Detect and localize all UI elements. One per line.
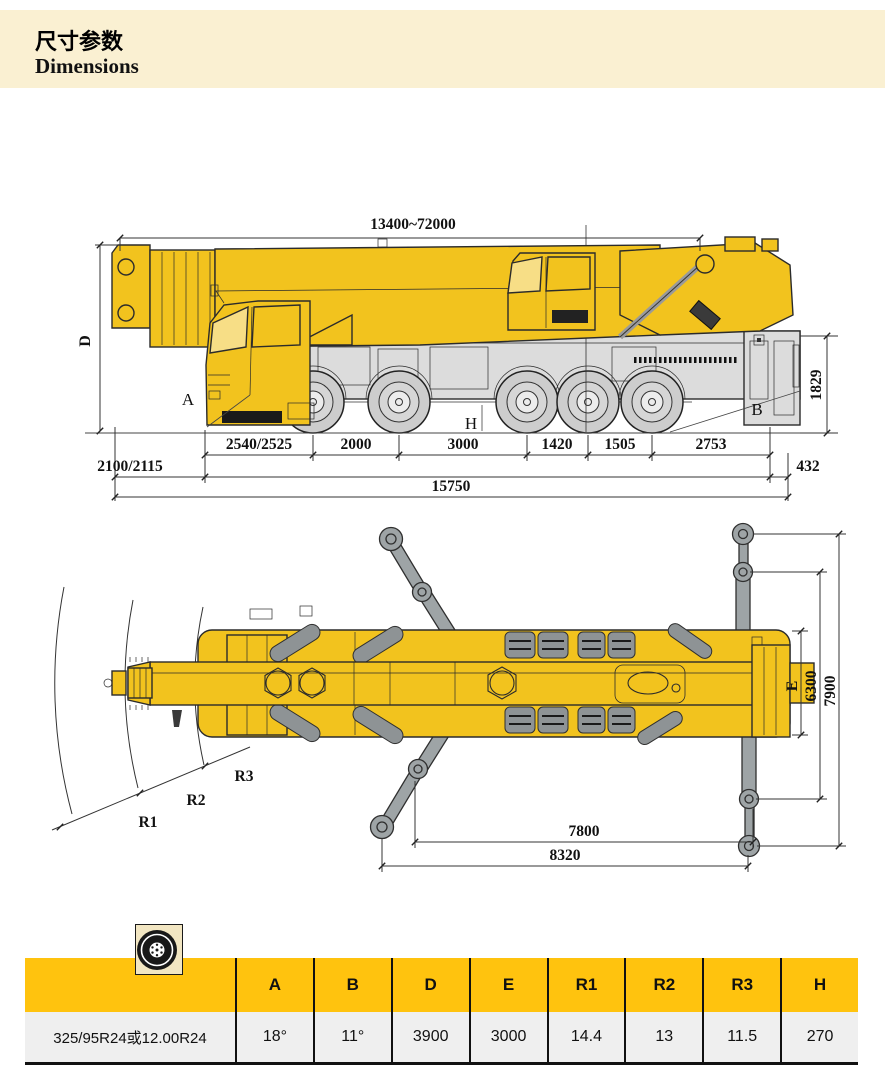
section-header: 尺寸参数 Dimensions: [0, 10, 885, 88]
dim-boom-length: 13400~72000: [116, 216, 704, 251]
svg-text:2000: 2000: [341, 436, 372, 453]
label-departure-angle: B: [751, 400, 762, 419]
value-a: 18°: [235, 1012, 313, 1062]
boom-top: [103, 644, 815, 738]
dim-rear-height: 1829: [800, 332, 838, 437]
svg-text:2100/2115: 2100/2115: [97, 458, 163, 475]
dim-width-e: E: [784, 627, 808, 739]
svg-text:1420: 1420: [542, 436, 573, 453]
value-r3: 11.5: [702, 1012, 780, 1062]
svg-text:6300: 6300: [803, 670, 820, 701]
side-view-drawing: 13400~72000 D 1829 A B H 2540/2525 2000: [77, 216, 838, 501]
dim-overall-length: 15750: [111, 478, 792, 501]
dim-outrigger-6300: 6300: [750, 568, 827, 803]
label-approach-angle: A: [182, 390, 195, 409]
svg-text:3000: 3000: [448, 436, 479, 453]
dim-chain-overhangs: 2100/2115 432: [97, 458, 820, 481]
label-r3: R3: [235, 768, 254, 785]
label-ground-clearance: H: [465, 414, 477, 433]
page-title: 尺寸参数: [35, 29, 124, 54]
dim-outrigger-7900: 7900: [753, 530, 846, 850]
dimensions-table: A B D E R1 R2 R3 H 325/95R24或12.00R24 18…: [25, 958, 858, 1065]
outriggers: [369, 522, 761, 858]
svg-text:13400~72000: 13400~72000: [370, 216, 456, 233]
col-header-b: B: [312, 958, 391, 1012]
col-header-e: E: [468, 958, 547, 1012]
departure-angle-line: [669, 390, 801, 433]
svg-text:2753: 2753: [696, 436, 727, 453]
label-r2: R2: [187, 792, 206, 809]
col-header-h: H: [780, 958, 858, 1012]
tires-top: [269, 623, 713, 746]
page-subtitle: Dimensions: [35, 54, 139, 78]
dim-overall-height: D: [77, 241, 120, 435]
dim-chain-axles: 2540/2525 2000 3000 1420 1505 2753: [114, 427, 789, 501]
svg-text:1829: 1829: [808, 369, 825, 400]
tire-spec-value: 325/95R24或12.00R24: [53, 1029, 207, 1047]
dim-outrigger-7800: 7800: [411, 781, 757, 848]
tire-spec-header-cell: [25, 958, 235, 1012]
table-data-row: 325/95R24或12.00R24 18° 11° 3900 3000 14.…: [25, 1012, 858, 1062]
truck-cab: [205, 284, 315, 426]
col-header-r3: R3: [702, 958, 780, 1012]
svg-text:7800: 7800: [569, 823, 600, 840]
svg-text:432: 432: [796, 458, 820, 475]
col-header-d: D: [390, 958, 469, 1012]
value-b: 11°: [312, 1012, 391, 1062]
value-r1: 14.4: [546, 1012, 625, 1062]
col-header-a: A: [235, 958, 313, 1012]
label-r1: R1: [139, 814, 158, 831]
wheels-side: [278, 370, 692, 434]
value-h: 270: [780, 1012, 858, 1062]
svg-text:D: D: [77, 335, 94, 347]
value-e: 3000: [468, 1012, 547, 1062]
tail-radius-arcs: R1 R2 R3: [51, 586, 254, 831]
col-header-r1: R1: [546, 958, 625, 1012]
svg-text:8320: 8320: [550, 847, 581, 864]
svg-text:2540/2525: 2540/2525: [226, 436, 293, 453]
approach-angle-line: [206, 394, 251, 428]
top-view-drawing: R1 R2 R3: [51, 522, 846, 872]
svg-text:E: E: [784, 681, 801, 692]
svg-text:7900: 7900: [822, 675, 839, 706]
svg-text:15750: 15750: [432, 478, 471, 495]
value-d: 3900: [390, 1012, 469, 1062]
svg-text:1505: 1505: [605, 436, 636, 453]
value-r2: 13: [624, 1012, 702, 1062]
tire-icon: [135, 924, 183, 975]
turntable-details: [264, 664, 686, 704]
operator-cab: [507, 252, 596, 331]
col-header-r2: R2: [624, 958, 702, 1012]
dim-outrigger-8320: 8320: [378, 839, 752, 872]
